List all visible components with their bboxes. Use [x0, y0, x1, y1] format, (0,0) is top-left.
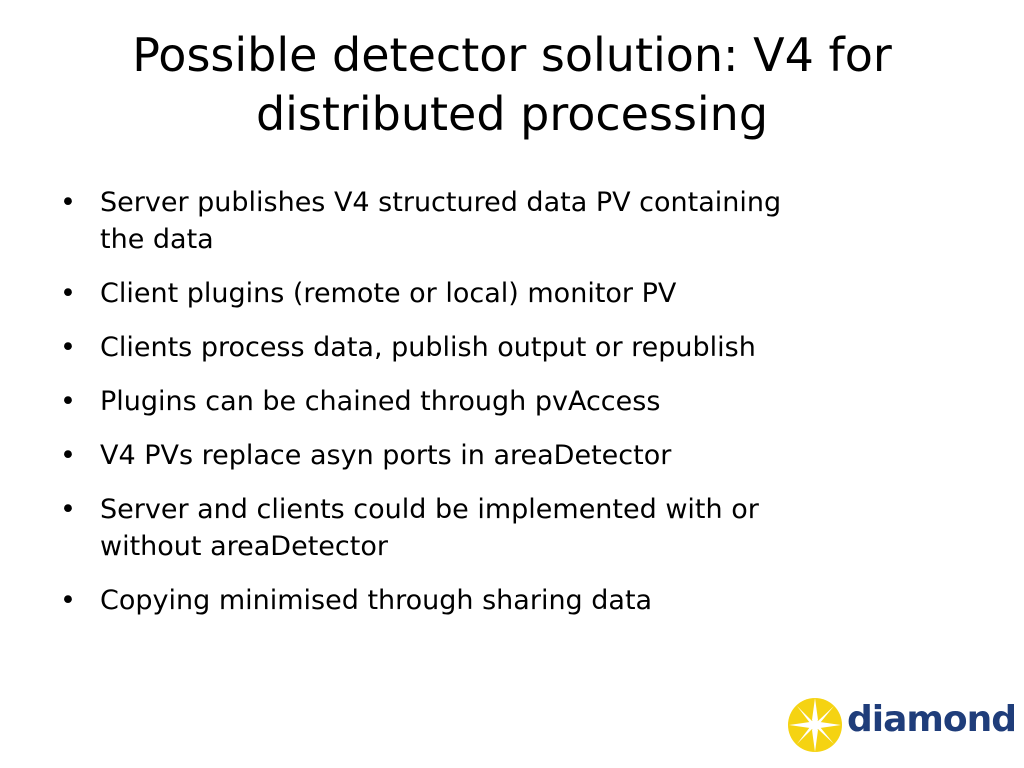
bullet-item: Copying minimised through sharing data: [60, 582, 960, 619]
starburst-icon: [788, 698, 842, 752]
bullet-text: V4 PVs replace asyn ports in areaDetecto…: [100, 440, 672, 471]
title-line: Possible detector solution: V4 for: [132, 28, 892, 82]
bullet-item: Client plugins (remote or local) monitor…: [60, 275, 960, 312]
bullet-item: Server and clients could be implemented …: [60, 491, 960, 565]
diamond-logo: diamond: [785, 692, 1017, 762]
bullet-item: Clients process data, publish output or …: [60, 329, 960, 366]
bullet-text: Server publishes V4 structured data PV c…: [100, 187, 782, 218]
bullet-item: Plugins can be chained through pvAccess: [60, 383, 960, 420]
bullet-text: without areaDetector: [100, 531, 388, 562]
bullet-list: Server publishes V4 structured data PV c…: [60, 184, 960, 636]
bullet-item: V4 PVs replace asyn ports in areaDetecto…: [60, 437, 960, 474]
bullet-text: the data: [100, 224, 214, 255]
bullet-text: Server and clients could be implemented …: [100, 494, 759, 525]
bullet-text: Plugins can be chained through pvAccess: [100, 386, 661, 417]
logo-wordmark: diamond: [847, 699, 1017, 740]
title-line: distributed processing: [255, 87, 769, 141]
bullet-text: Copying minimised through sharing data: [100, 585, 653, 616]
slide-title: Possible detector solution: V4 for distr…: [40, 26, 984, 144]
bullet-item: Server publishes V4 structured data PV c…: [60, 184, 960, 258]
bullet-text: Clients process data, publish output or …: [100, 332, 756, 363]
bullet-text: Client plugins (remote or local) monitor…: [100, 278, 677, 309]
